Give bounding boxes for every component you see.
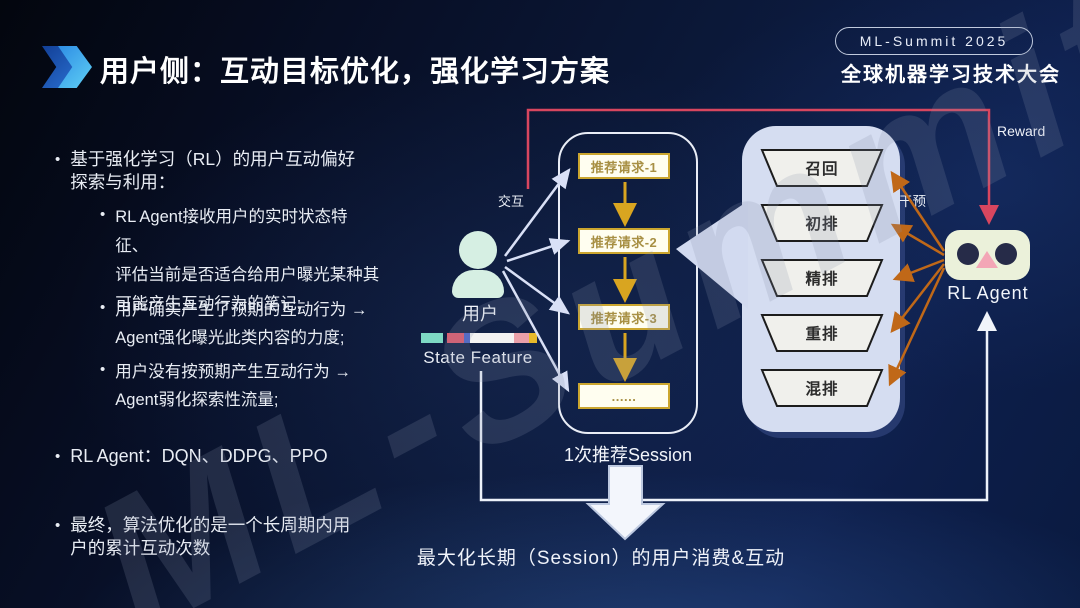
reward-label: Reward [997, 123, 1046, 139]
request-box-ellipsis: ...... [578, 383, 670, 409]
sub1-line3: 可能产生互动行为的笔记; [115, 295, 302, 313]
sub1-line2: 评估当前是否适合给用户曝光某种其 [115, 266, 380, 284]
bullet-3-line2: 户的累计互动次数 [70, 538, 211, 558]
interaction-label: 交互 [498, 194, 525, 209]
state-feature-segment [529, 333, 537, 343]
trapezoid-shape [760, 259, 884, 297]
bullet-1-line2: 探索与利用： [70, 172, 176, 192]
funnel-stage-rerank: 重排 [757, 314, 887, 352]
funnel-stage-label: 召回 [805, 161, 839, 178]
funnel-stage-label: 混排 [805, 381, 839, 398]
intervention-label: 干预 [899, 194, 926, 209]
state-feature-segment [464, 333, 470, 343]
bullet-1: • 基于强化学习（RL）的用户互动偏好 探索与利用： [55, 148, 400, 194]
page-title: 用户侧：互动目标优化，强化学习方案 [100, 56, 611, 88]
user-label: 用户 [462, 304, 498, 324]
conference-name: 全球机器学习技术大会 [841, 64, 1061, 86]
user-icon [459, 231, 497, 269]
state-feature-segment [514, 333, 529, 343]
funnel-stage-label: 重排 [805, 326, 839, 343]
sub-bullet-3: • 用户没有按预期产生互动行为 → Agent弱化探索性流量; [100, 358, 390, 414]
sub-bullet-1: • RL Agent接收用户的实时状态特征、 评估当前是否适合给用户曝光某种其 … [100, 203, 380, 319]
sub3-line1: 用户没有按预期产生互动行为 → [115, 363, 351, 381]
summit-badge: ML-Summit 2025 [835, 27, 1033, 55]
sub1-line1: RL Agent接收用户的实时状态特征、 [115, 208, 348, 255]
agent-nose-icon [976, 251, 998, 268]
bullet-dot: • [55, 151, 61, 168]
intervention-arrow-rank [892, 258, 945, 282]
session-label: 1次推荐Session [563, 445, 693, 465]
request-box-1: 推荐请求-1 [578, 153, 670, 179]
bullet-1-line1: 基于强化学习（RL）的用户互动偏好 [70, 149, 356, 169]
funnel-stage-recall: 召回 [757, 149, 887, 187]
bullet-dot: • [100, 361, 106, 378]
sub2-line1: 用户确实产生了预期的互动行为 → [115, 301, 368, 319]
sub3-line2: Agent弱化探索性流量; [115, 391, 279, 409]
session-goal-arrow [585, 465, 666, 541]
title-chevron-icon [42, 46, 102, 88]
funnel-stage-label: 初排 [805, 216, 839, 233]
rl-agent-icon [945, 230, 1030, 280]
bullet-dot: • [100, 206, 106, 223]
funnel-stage-label: 精排 [805, 271, 839, 288]
state-feature-bar [421, 333, 537, 343]
state-feedback-arrow [479, 311, 997, 502]
bullet-3-line1: 最终，算法优化的是一个长周期内用 [70, 515, 351, 535]
state-feature-segment [447, 333, 464, 343]
funnel-stage-rank: 精排 [757, 259, 887, 297]
bullet-3: • 最终，算法优化的是一个长周期内用 户的累计互动次数 [55, 514, 385, 560]
funnel-stage-prerank: 初排 [757, 204, 887, 242]
intervention-arrow-prerank [890, 223, 945, 257]
bullet-dot: • [55, 448, 61, 465]
state-feature-label: State Feature [423, 348, 533, 367]
bullet-dot: • [100, 299, 106, 316]
user-icon-body [452, 270, 504, 298]
state-feature-segment [470, 333, 514, 343]
rl-agent-label: RL Agent [947, 283, 1029, 303]
agent-eye-icon [957, 243, 979, 265]
agent-eye-icon [995, 243, 1017, 265]
bullet-dot: • [55, 517, 61, 534]
bullet-2: • RL Agent：DQN、DDPG、PPO [55, 445, 400, 468]
request-box-2: 推荐请求-2 [578, 228, 670, 254]
request-box-3: 推荐请求-3 [578, 304, 670, 330]
funnel-stage-mixrank: 混排 [757, 369, 887, 407]
goal-text: 最大化长期（Session）的用户消费&互动 [416, 548, 786, 569]
bullet-2-text: RL Agent：DQN、DDPG、PPO [70, 446, 328, 466]
state-feature-segment [421, 333, 443, 343]
sub-bullet-2: • 用户确实产生了预期的互动行为 → Agent强化曝光此类内容的力度; [100, 296, 390, 352]
sub2-line2: Agent强化曝光此类内容的力度; [115, 329, 345, 347]
